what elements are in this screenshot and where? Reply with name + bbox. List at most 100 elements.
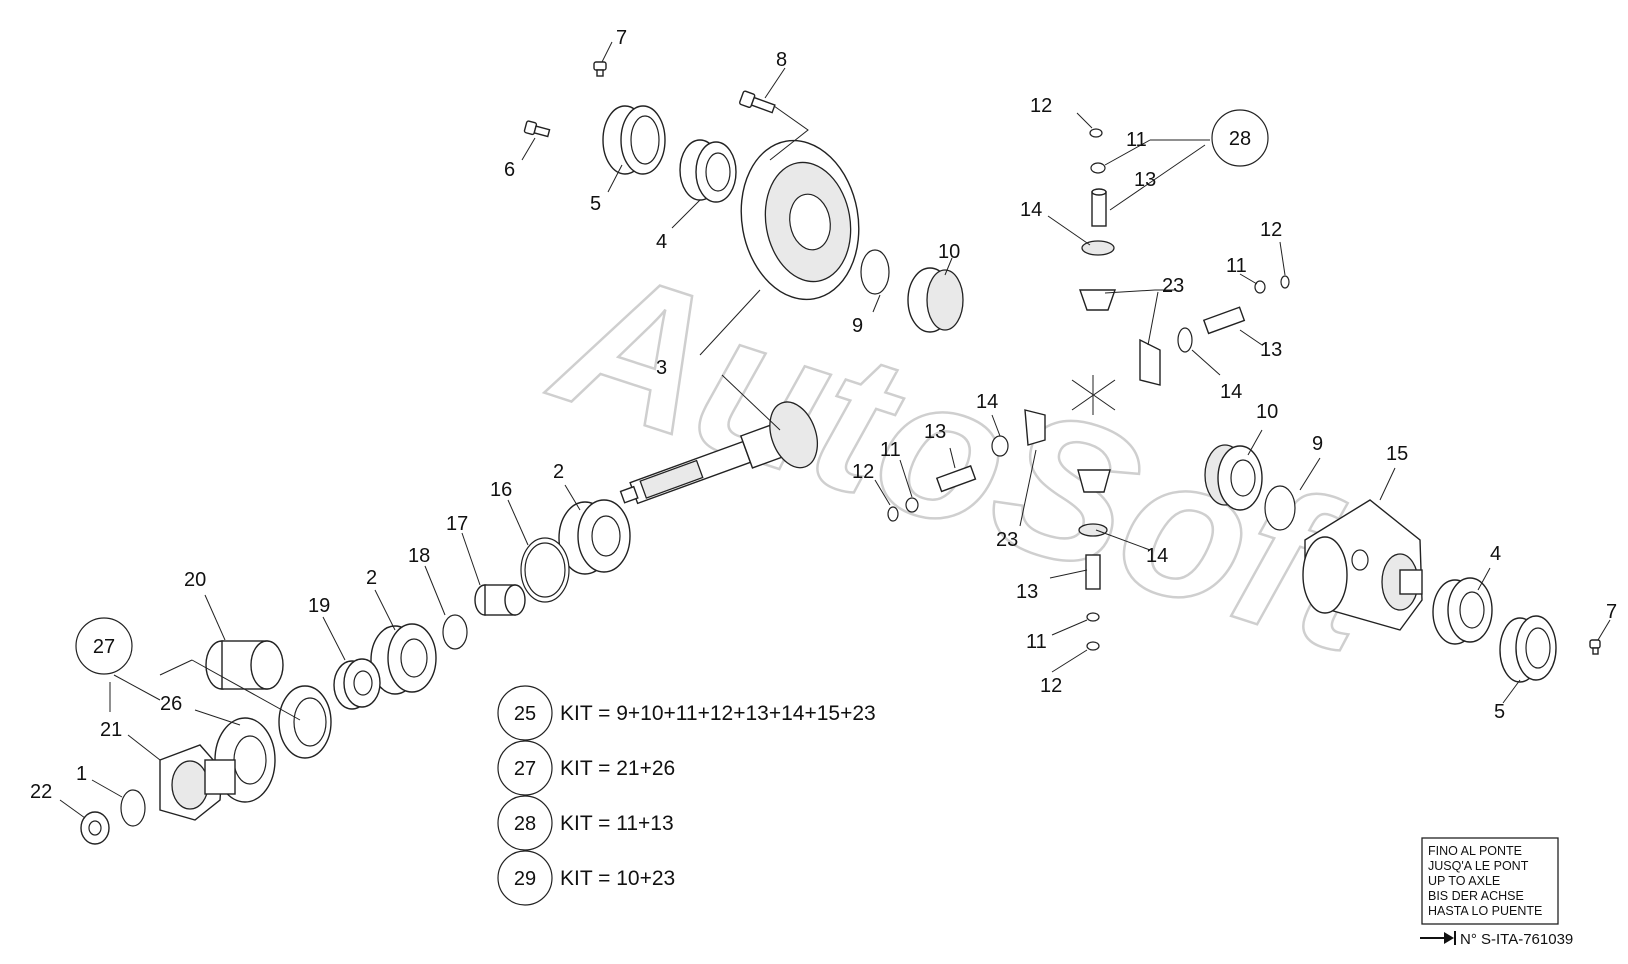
- callout-11: 11: [880, 439, 901, 461]
- callout-9: 9: [852, 315, 863, 337]
- part-bolt-7-top: [593, 61, 607, 77]
- kit-number: 28: [514, 813, 536, 835]
- callout-7: 7: [1606, 601, 1617, 623]
- part-pin-13-bottom: [1085, 554, 1101, 590]
- callout-4: 4: [1490, 543, 1501, 565]
- callout-11: 11: [1126, 129, 1147, 151]
- kit-number: 27: [514, 758, 536, 780]
- part-bolt-7-right: [1589, 639, 1601, 655]
- circled-callout-28-label: 28: [1229, 128, 1251, 150]
- callout-3: 3: [656, 357, 667, 379]
- callout-14: 14: [976, 391, 998, 413]
- part-collar-20: [205, 640, 284, 690]
- part-pin-13-right: [1202, 306, 1246, 335]
- callout-23: 23: [996, 529, 1018, 551]
- kit-formula: KIT = 10+23: [560, 867, 675, 890]
- part-differential-housing-15: [1302, 499, 1423, 631]
- part-pin-13-top: [1091, 188, 1107, 227]
- kit-formula: KIT = 21+26: [560, 757, 675, 780]
- part-planet-gear-23-right: [1139, 338, 1161, 386]
- callout-12: 12: [1040, 675, 1062, 697]
- callout-12: 12: [852, 461, 874, 483]
- part-side-gear-10-right: [1204, 444, 1263, 511]
- callout-14: 14: [1146, 545, 1168, 567]
- part-washer-9-right: [1264, 485, 1296, 531]
- kit-row-28: 28 KIT = 11+13: [497, 795, 674, 851]
- part-circlip-12-bottom: [1086, 641, 1100, 651]
- kit-number: 29: [514, 868, 536, 890]
- part-crown-gear-3: [740, 139, 860, 301]
- validity-line-it: FINO AL PONTE: [1428, 844, 1522, 858]
- part-ring-nut-5-right: [1499, 615, 1557, 683]
- leader-lines: [59, 41, 1611, 819]
- part-bearing-2-upper: [558, 499, 631, 575]
- part-planet-gear-23-left: [1024, 409, 1046, 446]
- part-pinion-shaft: [619, 401, 818, 505]
- callout-18: 18: [408, 545, 430, 567]
- parts-illustration: [80, 61, 1601, 845]
- part-side-gear-10-top: [907, 267, 964, 333]
- kit-row-25: 25 KIT = 9+10+11+12+13+14+15+23: [497, 685, 876, 741]
- kit-row-27: 27 KIT = 21+26: [497, 740, 675, 796]
- callout-26: 26: [160, 693, 182, 715]
- part-washer-11-right: [1254, 280, 1266, 294]
- callout-5: 5: [1494, 701, 1505, 723]
- part-circlip-12-top: [1089, 128, 1103, 138]
- callout-2: 2: [366, 567, 377, 589]
- callout-11: 11: [1226, 255, 1247, 277]
- callout-22: 22: [30, 781, 52, 803]
- part-bolt-6: [523, 120, 551, 138]
- part-thrust-washer-14-bottom: [1078, 523, 1108, 537]
- arrow-bar-icon: [1420, 931, 1456, 945]
- part-thrust-washer-14-right: [1177, 327, 1193, 353]
- watermark: AutoSoft: [530, 221, 1414, 698]
- callout-11: 11: [1026, 631, 1047, 653]
- callout-13: 13: [1260, 339, 1282, 361]
- kit-legend: 25 KIT = 9+10+11+12+13+14+15+23 27 KIT =…: [497, 685, 876, 906]
- validity-line-fr: JUSQ'A LE PONT: [1428, 859, 1529, 873]
- callout-7: 7: [616, 27, 627, 49]
- part-washer-9-top: [860, 249, 890, 295]
- part-pin-13-left: [935, 465, 977, 493]
- circled-callout-27: 27: [75, 617, 133, 675]
- part-washer-11-top: [1090, 162, 1106, 174]
- kit-formula: KIT = 9+10+11+12+13+14+15+23: [560, 702, 876, 725]
- callout-19: 19: [308, 595, 330, 617]
- validity-line-en: UP TO AXLE: [1428, 874, 1500, 888]
- callout-4: 4: [656, 231, 667, 253]
- part-circlip-12-right: [1280, 275, 1290, 289]
- callout-15: 15: [1386, 443, 1408, 465]
- callout-1: 1: [76, 763, 87, 785]
- callout-17: 17: [446, 513, 468, 535]
- callout-9: 9: [1312, 433, 1323, 455]
- part-bearing-4-right: [1432, 577, 1493, 645]
- cross-axis-mark: [1071, 375, 1116, 415]
- part-bolt-8: [739, 90, 776, 114]
- kit-formula: KIT = 11+13: [560, 812, 674, 835]
- part-shim-18: [442, 614, 468, 650]
- callout-13: 13: [924, 421, 946, 443]
- part-bearing-4-top: [679, 139, 737, 203]
- part-bearing-2-lower: [370, 623, 437, 695]
- callout-6: 6: [504, 159, 515, 181]
- callout-12: 12: [1260, 219, 1282, 241]
- circled-callout-28: 28: [1211, 109, 1269, 167]
- serial-number: N° S-ITA-761039: [1460, 931, 1573, 948]
- callout-10: 10: [938, 241, 960, 263]
- part-circlip-12-left: [887, 506, 899, 522]
- validity-line-de: BIS DER ACHSE: [1428, 889, 1524, 903]
- callout-16: 16: [490, 479, 512, 501]
- callout-12: 12: [1030, 95, 1052, 117]
- callout-23: 23: [1162, 275, 1184, 297]
- part-ring-nut-5-top: [602, 105, 666, 175]
- part-washer-11-left: [905, 497, 919, 513]
- validity-box: FINO AL PONTE JUSQ'A LE PONT UP TO AXLE …: [1420, 837, 1573, 948]
- callout-21: 21: [100, 719, 122, 741]
- callout-14: 14: [1220, 381, 1242, 403]
- part-planet-gear-23-bottom: [1077, 469, 1111, 493]
- callout-numbers: 7 8 6 5 4 3 9 10 12 11 13 14 23 12 11 13…: [30, 27, 1617, 803]
- kit-number: 25: [514, 703, 536, 725]
- circled-callout-27-label: 27: [93, 636, 115, 658]
- part-nut-19: [333, 658, 381, 710]
